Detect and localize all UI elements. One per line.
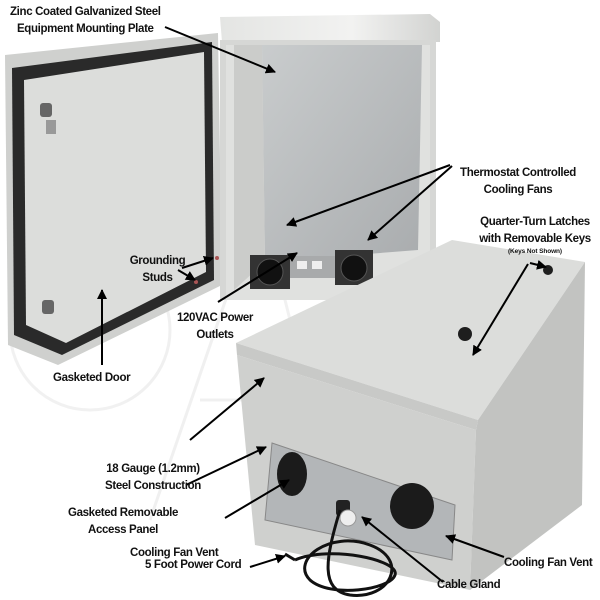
label-construction: 18 Gauge (1.2mm) Steel Construction <box>100 461 206 495</box>
label-line: with Removable Keys <box>479 233 591 245</box>
grounding-stud-cabinet <box>215 256 219 260</box>
label-grounding-studs: Grounding Studs <box>120 253 195 287</box>
label-line: Outlets <box>196 329 234 341</box>
label-line: Quarter-Turn Latches <box>480 216 590 228</box>
fan-vent-right <box>390 483 434 529</box>
label-line: Steel Construction <box>105 480 201 492</box>
label-access-panel: Gasketed Removable Access Panel <box>62 505 184 539</box>
label-note: (Keys Not Shown) <box>507 248 562 255</box>
label-line: Gasketed Removable <box>67 507 179 519</box>
door-latch-bottom <box>42 300 54 314</box>
label-line: Access Panel <box>88 524 158 536</box>
label-cable-gland: Cable Gland <box>437 579 501 591</box>
label-line: Thermostat Controlled <box>460 167 576 179</box>
label-latches: Quarter-Turn Latches with Removable Keys… <box>470 214 600 256</box>
callout-arrows <box>97 26 547 583</box>
box-side <box>470 262 585 590</box>
open-door <box>5 33 222 365</box>
label-fan-vent-left: Cooling Fan Vent <box>130 547 219 559</box>
label-line: Grounding <box>129 255 186 267</box>
label-line: Cooling Fans <box>483 184 553 196</box>
power-cord <box>284 509 397 597</box>
label-gasketed-door: Gasketed Door <box>53 372 131 384</box>
label-line: 120VAC Power <box>176 312 254 324</box>
label-line: 18 Gauge (1.2mm) <box>106 463 200 475</box>
label-fan-vent-right: Cooling Fan Vent <box>504 557 593 569</box>
cabinet-body <box>215 14 440 300</box>
label-power-cord: 5 Foot Power Cord <box>145 559 242 571</box>
label-power-outlets: 120VAC Power Outlets <box>170 310 260 344</box>
box-lid <box>236 240 585 420</box>
quarter-turn-latch <box>458 327 472 341</box>
label-line: Studs <box>142 272 173 284</box>
door-latch-top <box>40 103 52 117</box>
label-mounting-plate: Zinc Coated Galvanized Steel Equipment M… <box>10 4 161 38</box>
label-line: Zinc Coated Galvanized Steel <box>10 6 161 18</box>
grounding-stud-door <box>194 280 198 284</box>
fan-vent-left <box>277 452 307 496</box>
label-line: Equipment Mounting Plate <box>16 23 154 35</box>
closed-enclosure <box>236 240 585 597</box>
label-cooling-fans: Thermostat Controlled Cooling Fans <box>452 165 584 199</box>
mounting-plate <box>262 45 422 262</box>
access-panel <box>264 442 456 561</box>
